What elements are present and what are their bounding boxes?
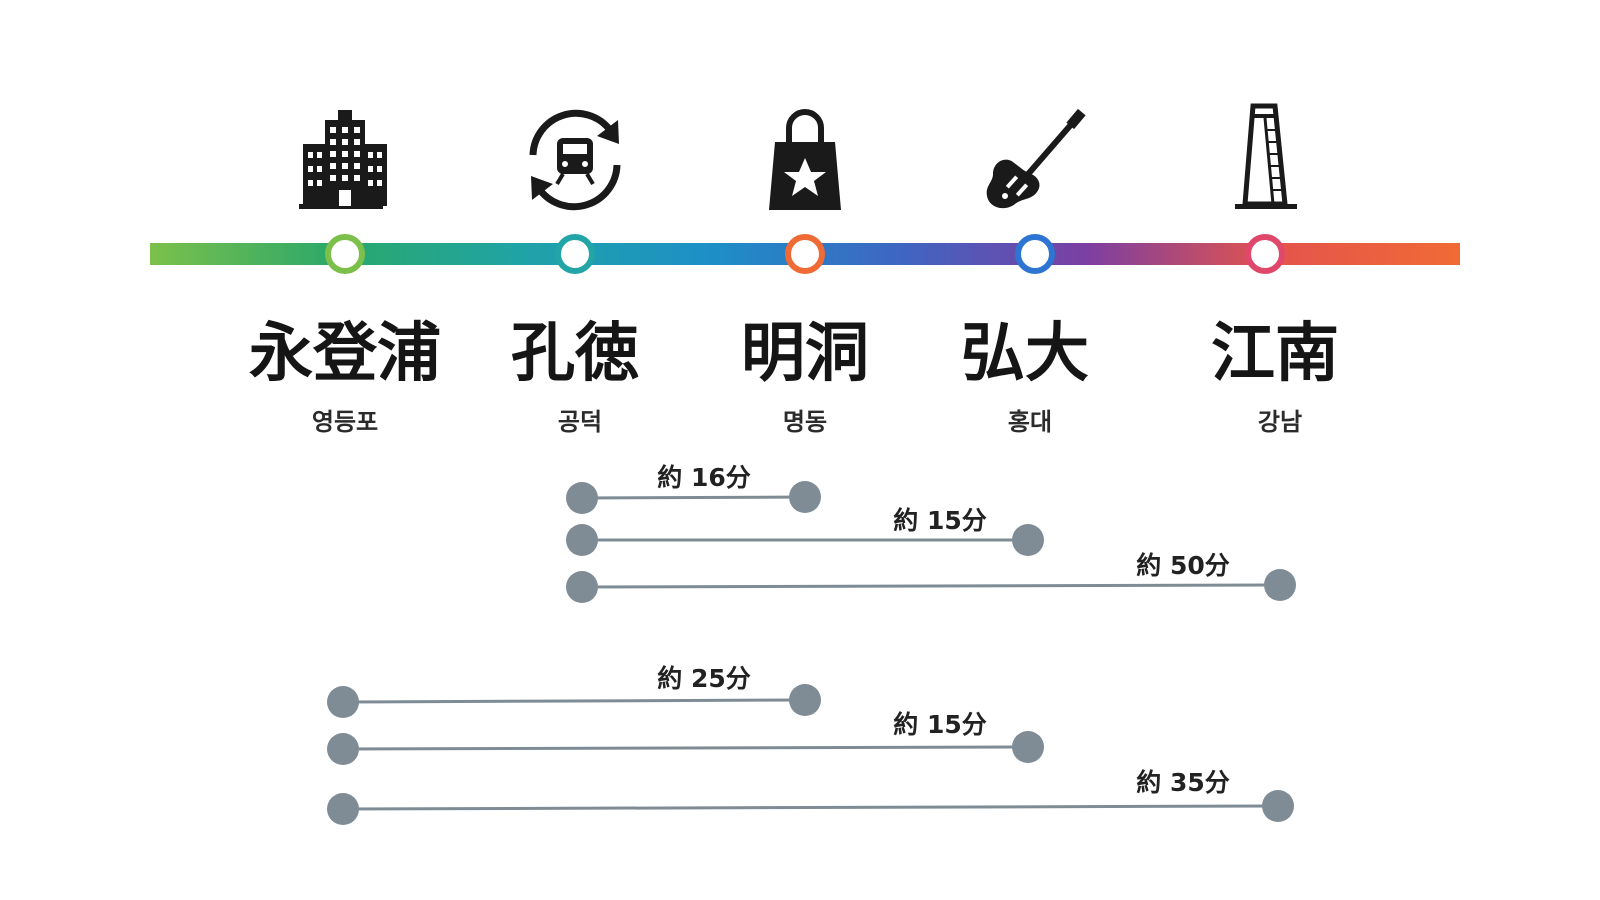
route-end-dot	[1012, 524, 1044, 556]
route-end-dot	[1262, 790, 1294, 822]
route-bar-gongdeok-gangnam	[566, 569, 1296, 603]
station-marker-myeongdong	[785, 234, 825, 274]
route-bar-yeongdeungpo-hongdae	[327, 731, 1044, 765]
route-start-dot	[566, 571, 598, 603]
duration-label-gongdeok-myeongdong: 約 16分	[657, 463, 751, 492]
route-line	[581, 495, 806, 500]
shopping-bag-star-icon	[745, 100, 865, 220]
route-line	[342, 804, 1279, 811]
route-end-dot	[789, 481, 821, 513]
transfer-train-icon	[515, 100, 635, 220]
station-marker-hongdae	[1015, 234, 1055, 274]
office-building-icon	[285, 100, 405, 220]
station-hangul-yeongdeungpo: 영등포	[311, 408, 379, 436]
route-line	[581, 583, 1281, 589]
route-end-dot	[1264, 569, 1296, 601]
route-line	[342, 745, 1029, 751]
route-end-dot	[789, 684, 821, 716]
duration-label-yeongdeungpo-hongdae: 約 15分	[893, 710, 987, 739]
station-hangul-hongdae: 홍대	[1007, 408, 1053, 436]
station-name-gangnam: 江南	[1211, 317, 1339, 391]
route-bar-gongdeok-hongdae	[566, 524, 1044, 556]
route-bar-gongdeok-myeongdong	[566, 481, 821, 514]
route-start-dot	[327, 793, 359, 825]
station-name-myeongdong: 明洞	[741, 317, 869, 391]
route-start-dot	[566, 482, 598, 514]
station-marker-gongdeok	[555, 234, 595, 274]
station-name-gongdeok: 孔徳	[511, 317, 639, 391]
station-marker-yeongdeungpo	[325, 234, 365, 274]
station-marker-gangnam	[1245, 234, 1285, 274]
station-hangul-myeongdong: 명동	[782, 408, 828, 436]
route-start-dot	[327, 733, 359, 765]
duration-label-gongdeok-gangnam: 約 50分	[1136, 551, 1230, 580]
route-bar-yeongdeungpo-gangnam	[327, 790, 1294, 825]
duration-label-yeongdeungpo-gangnam: 約 35分	[1136, 768, 1230, 797]
route-end-dot	[1012, 731, 1044, 763]
duration-label-gongdeok-hongdae: 約 15分	[893, 506, 987, 535]
skyscraper-icon	[1205, 100, 1325, 220]
station-hangul-gongdeok: 공덕	[557, 408, 603, 436]
station-name-hongdae: 弘大	[961, 317, 1089, 391]
station-hangul-gangnam: 강남	[1257, 408, 1303, 436]
route-bar-yeongdeungpo-myeongdong	[327, 684, 821, 718]
station-name-yeongdeungpo: 永登浦	[249, 317, 441, 391]
electric-guitar-icon	[975, 100, 1095, 220]
route-start-dot	[566, 524, 598, 556]
route-start-dot	[327, 686, 359, 718]
route-line	[342, 698, 806, 704]
duration-label-yeongdeungpo-myeongdong: 約 25分	[657, 664, 751, 693]
